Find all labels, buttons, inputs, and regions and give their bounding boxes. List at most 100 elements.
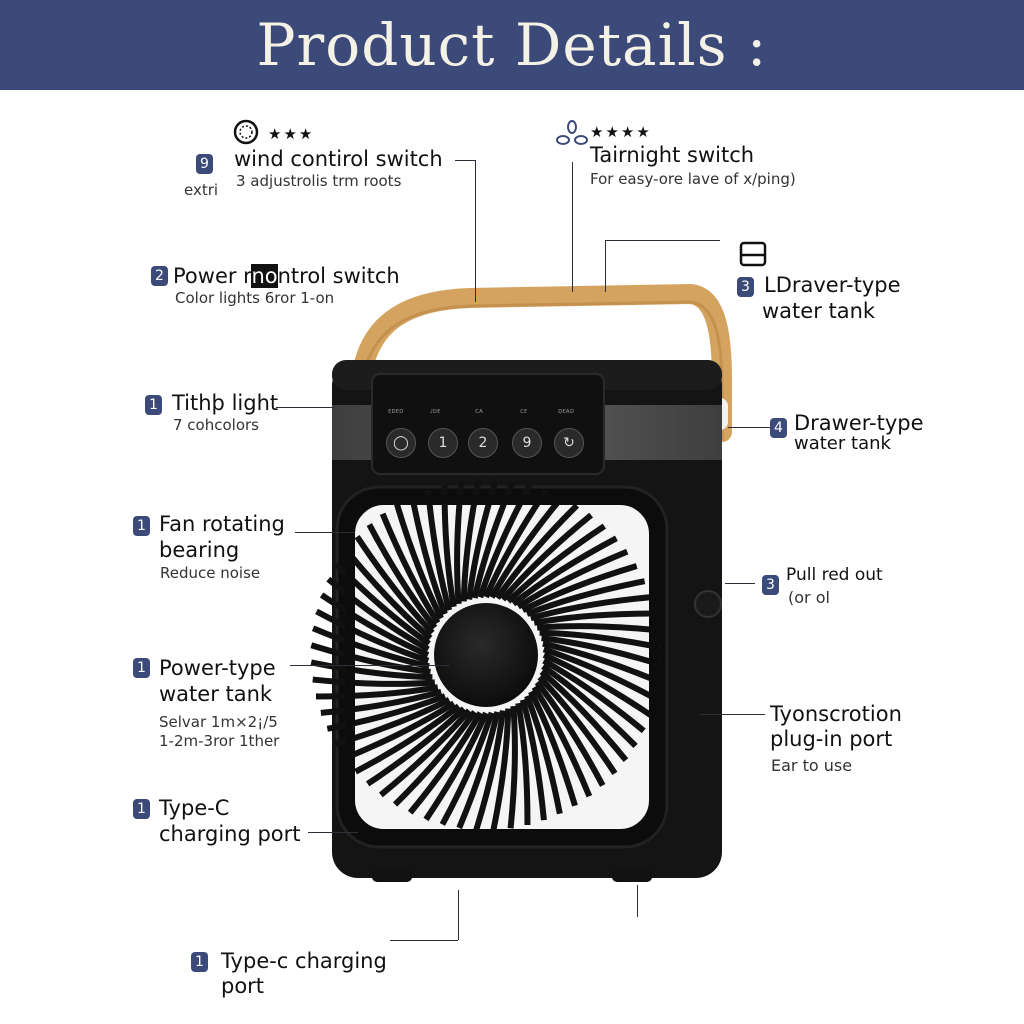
callout-title: Drawer-type [794, 411, 924, 435]
grille-blade [315, 684, 439, 700]
callout-title-line2: charging port [159, 822, 301, 846]
grille-blade [534, 680, 606, 787]
callout-title-line2: water tank [794, 433, 891, 454]
panel-icon-label: ᴊᴅᴇ [430, 407, 441, 415]
grille-blade [473, 710, 506, 831]
grille-blade [506, 523, 607, 604]
callout-title: Type-c charging [221, 949, 387, 973]
grille-blade [541, 635, 662, 668]
grille-blade [490, 708, 512, 831]
panel-button-2[interactable]: 2 [468, 428, 498, 458]
grille-blade [516, 548, 629, 610]
header-banner: Product Details : [0, 0, 1024, 90]
leader-line [290, 665, 450, 666]
title-part: Power r [173, 264, 252, 288]
panel-icon-label: ᴇᴅᴇᴅ [388, 407, 404, 415]
grille-blade [542, 658, 646, 734]
grille-blade [542, 652, 653, 718]
panel-icon-label: ᴄᴀ [475, 407, 483, 415]
callout-subtitle: 7 cohcolors [173, 416, 259, 434]
callout-title-line2: bearing [159, 538, 240, 562]
grille-blade [511, 535, 618, 607]
grille-blade [500, 512, 594, 602]
grille-blade [542, 640, 661, 685]
grille-blade [409, 495, 448, 616]
grille-blade [525, 578, 646, 617]
callout-subtitle: Reduce noise [160, 564, 261, 582]
grille-blade [392, 710, 478, 807]
grille-blade [407, 711, 483, 815]
panel-icon-label: ᴄᴇ [520, 407, 528, 415]
grille-blade [310, 642, 431, 675]
grille-blade [539, 669, 629, 763]
grille-blade [343, 700, 456, 762]
page-title: Product Details : [256, 11, 768, 79]
grille-blade [524, 694, 563, 815]
leader-line [308, 832, 358, 833]
callout-extra: extri [184, 181, 219, 199]
grille-blade [537, 675, 618, 776]
grille-blade [536, 623, 660, 634]
callout-title-line2: water tank [159, 682, 273, 706]
title-part: ntrol switch [277, 264, 400, 288]
grille-blade [394, 503, 444, 620]
callout-subtitle: For easy-ore lave of x/ping) [590, 170, 796, 188]
timer-button[interactable]: ↻ [554, 428, 584, 458]
callout-title-line2: water tank [762, 299, 876, 323]
leader-line [458, 890, 459, 940]
leader-line [295, 532, 355, 533]
callout-subtitle: Color lights 6ror 1-on [175, 289, 335, 307]
panel-button-9[interactable]: 9 [512, 428, 542, 458]
callout-title: Tithþ light [172, 391, 279, 415]
callout-subtitle: 3 adjustrolis trm roots [236, 172, 402, 190]
side-knob [694, 590, 722, 618]
grille-border [345, 495, 659, 839]
leader-line [390, 940, 458, 941]
callout-title: Tyonscrotion [770, 702, 902, 726]
grille-blade [460, 479, 482, 602]
callout-title: Power-type [159, 656, 276, 680]
grille-blade [354, 703, 461, 775]
callout-subtitle: (or ol [788, 588, 830, 607]
grille-blade [320, 688, 442, 716]
fan-ring-icon [233, 119, 259, 145]
panel-button-1[interactable]: 1 [428, 428, 458, 458]
grille-blade [312, 676, 436, 687]
callout-badge: 4 [770, 418, 787, 438]
callout-badge: 1 [133, 658, 150, 678]
leader-line [455, 160, 475, 161]
panel-icon-label: ᴅᴇᴀᴅ [558, 407, 575, 415]
callout-title: Type-C [159, 796, 230, 820]
grille-blade [521, 563, 638, 613]
grille-blade [379, 512, 441, 625]
callout-badge: 1 [133, 516, 150, 536]
power-button[interactable]: ◯ [386, 428, 416, 458]
callout-badge: 3 [737, 277, 754, 297]
grille-blade [365, 706, 466, 787]
callout-title: wind contirol switch [234, 147, 443, 171]
grille-blade [319, 592, 430, 658]
callout-subtitle: Selvar 1m×2¡/5 [159, 713, 278, 731]
grille-blade [326, 576, 430, 652]
leader-line [605, 240, 720, 241]
leader-line [605, 240, 606, 292]
grille-blade [489, 495, 565, 599]
grille-blade [439, 711, 495, 826]
grille-blade [519, 699, 547, 821]
leader-line [276, 407, 334, 408]
callout-subtitle-line2: 1-2m-3ror 1ther [159, 732, 280, 750]
grille-blade [378, 708, 472, 798]
grille-blade [542, 646, 657, 702]
callout-badge: 9 [196, 154, 213, 174]
fan-hub [434, 603, 538, 707]
callout-subtitle: Ear to use [771, 756, 853, 775]
grille-blade [541, 663, 638, 749]
callout-badge: 1 [133, 799, 150, 819]
callout-title: LDraver-type [764, 273, 901, 297]
rating-stars: ★★★★ [590, 123, 652, 141]
callout-badge: 2 [151, 266, 168, 286]
grille-blade [326, 693, 447, 732]
leaf-cluster-icon [556, 120, 588, 145]
grille-blade [533, 610, 657, 626]
